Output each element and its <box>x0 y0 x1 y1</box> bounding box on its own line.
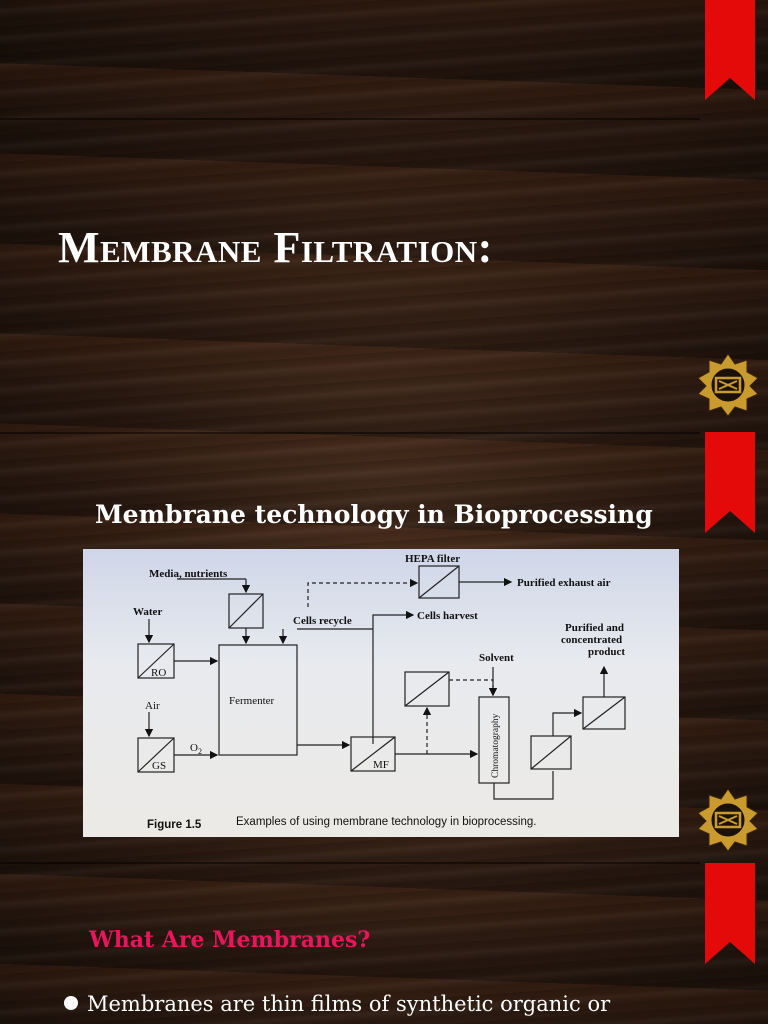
slide-subtitle: Membrane technology in Bioprocessing <box>95 500 653 529</box>
slide-title: Membrane Filtration: <box>58 223 493 272</box>
water-label: Water <box>133 606 162 618</box>
bullet-text: Membranes are thin films of synthetic or… <box>87 992 611 1016</box>
exhaust-air-label: Purified exhaust air <box>517 577 611 589</box>
mf-label: MF <box>373 759 389 771</box>
gold-ornament-icon <box>695 352 761 418</box>
hepa-filter-label: HEPA filter <box>405 553 460 565</box>
gs-label: GS <box>152 760 166 772</box>
purified-product-label: concentrated <box>561 634 622 646</box>
chromatography-label: Chromatography <box>491 713 501 778</box>
figure-caption-number: Figure 1.5 <box>147 819 202 831</box>
o2-label: O2 <box>190 742 202 756</box>
gold-ornament-icon <box>695 787 761 853</box>
process-diagram-figure: HEPA filter Purified exhaust air Media, … <box>83 549 679 837</box>
cells-recycle-label: Cells recycle <box>293 615 352 627</box>
red-ribbon-decoration <box>705 0 755 100</box>
red-ribbon-decoration <box>705 863 755 964</box>
bullet-dot-icon <box>64 996 78 1010</box>
air-label: Air <box>145 700 160 712</box>
red-ribbon-decoration <box>705 432 755 533</box>
solvent-label: Solvent <box>479 652 514 664</box>
ro-label: RO <box>151 667 166 679</box>
wood-plank-seam <box>0 432 700 434</box>
section-heading: What Are Membranes? <box>89 927 371 953</box>
bullet-item: Membranes are thin films of synthetic or… <box>64 992 610 1016</box>
media-nutrients-label: Media, nutrients <box>149 568 228 580</box>
cells-harvest-label: Cells harvest <box>417 610 478 622</box>
fermenter-label: Fermenter <box>229 695 275 707</box>
wood-plank-seam <box>0 118 700 120</box>
wood-plank-seam <box>0 862 700 864</box>
purified-product-label: Purified and <box>565 622 624 634</box>
figure-caption-text: Examples of using membrane technology in… <box>236 816 536 828</box>
purified-product-label: product <box>588 646 625 658</box>
